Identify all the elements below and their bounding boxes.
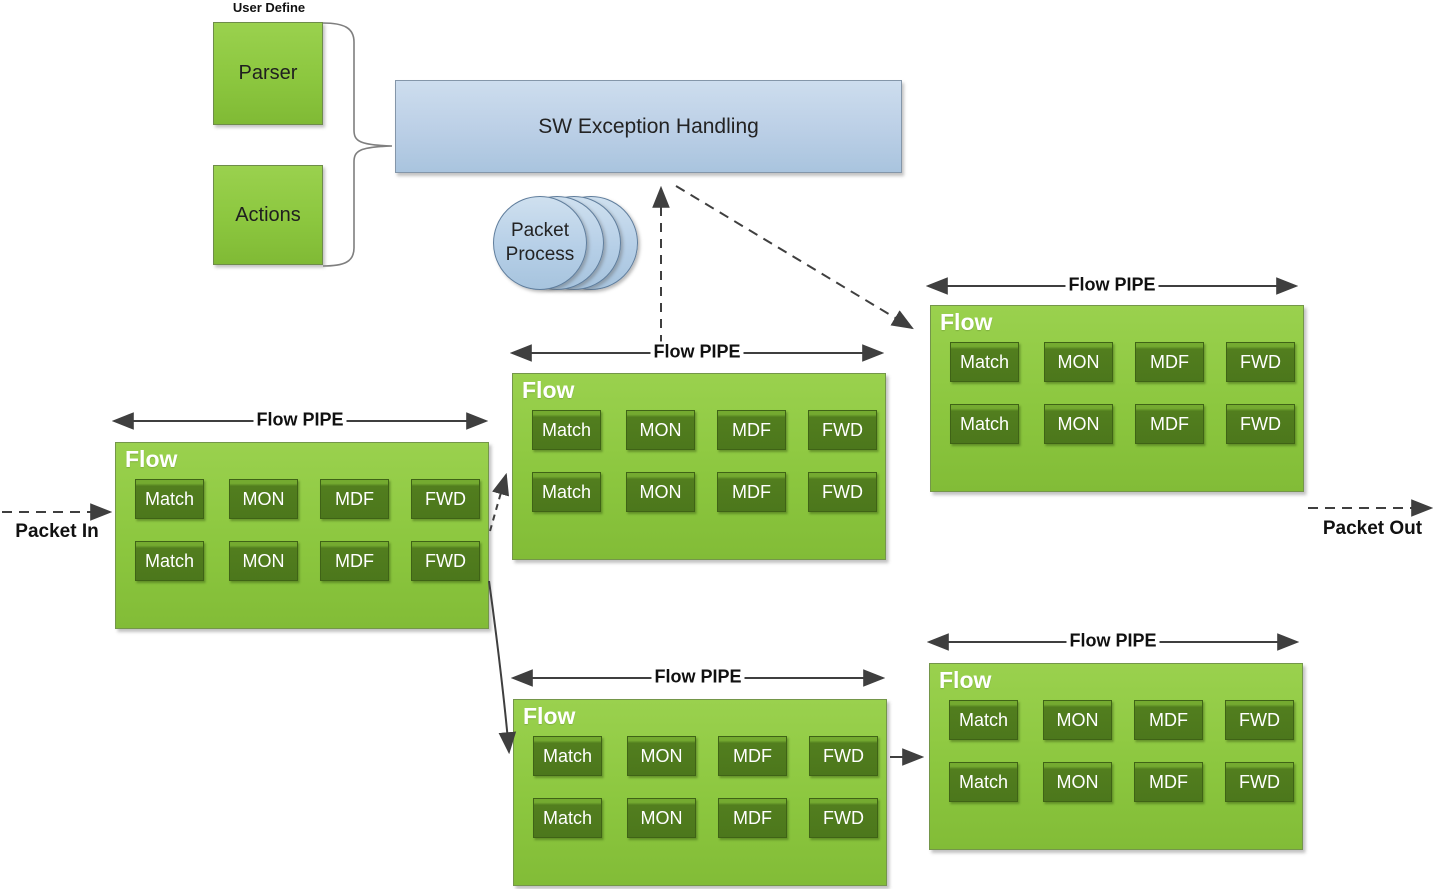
- stage-box: Match: [949, 762, 1018, 802]
- stage-box: Match: [533, 736, 602, 776]
- flow-pipe-label: Flow PIPE: [651, 666, 745, 688]
- stage-box: MON: [1044, 404, 1113, 444]
- stage-box: Match: [532, 410, 601, 450]
- stage-box: MON: [1043, 762, 1112, 802]
- flow-pipe-label: Flow PIPE: [1066, 630, 1160, 652]
- stage-box: FWD: [411, 541, 480, 581]
- user-define-label: User Define: [232, 0, 306, 15]
- flow-pipe-label: Flow PIPE: [253, 409, 347, 431]
- flow-label: Flow: [522, 377, 575, 403]
- flow-label: Flow: [939, 667, 992, 693]
- stage-box: Match: [532, 472, 601, 512]
- stage-box: FWD: [1226, 342, 1295, 382]
- stage-box: FWD: [808, 472, 877, 512]
- stage-box: MON: [627, 736, 696, 776]
- packet-in-label: Packet In: [15, 521, 99, 542]
- packet-process-label: Packet Process: [505, 220, 575, 265]
- packet-out-label: Packet Out: [1322, 518, 1423, 539]
- stage-box: MON: [229, 541, 298, 581]
- user-define-brace: [322, 22, 393, 267]
- flow-label: Flow: [125, 446, 178, 472]
- exception-to-pipe-arrow: [675, 185, 914, 330]
- stage-box: Match: [135, 479, 204, 519]
- stage-box: Match: [950, 342, 1019, 382]
- stage-box: FWD: [809, 736, 878, 776]
- stage-box: MDF: [1134, 700, 1203, 740]
- stage-box: MDF: [320, 479, 389, 519]
- stage-box: MDF: [718, 798, 787, 838]
- sw-exception-handling-box: SW Exception Handling: [395, 80, 902, 173]
- stage-box: MDF: [320, 541, 389, 581]
- stage-box: Match: [949, 700, 1018, 740]
- stage-box: MDF: [717, 410, 786, 450]
- stage-box: Match: [135, 541, 204, 581]
- parser-box: Parser: [213, 22, 323, 125]
- stage-box: FWD: [1225, 700, 1294, 740]
- stage-box: MON: [626, 410, 695, 450]
- flow-label: Flow: [940, 309, 993, 335]
- stage-box: Match: [533, 798, 602, 838]
- stage-box: MON: [626, 472, 695, 512]
- stage-box: FWD: [809, 798, 878, 838]
- flow-pipe-label: Flow PIPE: [650, 341, 744, 363]
- stage-box: Match: [950, 404, 1019, 444]
- actions-box: Actions: [213, 165, 323, 265]
- stage-box: FWD: [1226, 404, 1295, 444]
- stage-box: MON: [1043, 700, 1112, 740]
- stage-box: MON: [1044, 342, 1113, 382]
- stage-box: MDF: [1134, 762, 1203, 802]
- flow-pipe-label: Flow PIPE: [1065, 274, 1159, 296]
- stage-box: MON: [627, 798, 696, 838]
- pipe1-to-pipe2-arrow: [489, 472, 510, 532]
- stage-box: MDF: [717, 472, 786, 512]
- pipe1-to-pipe4-arrow: [488, 580, 517, 755]
- stage-box: FWD: [808, 410, 877, 450]
- stage-box: MDF: [1135, 342, 1204, 382]
- stage-box: MDF: [1135, 404, 1204, 444]
- flow-label: Flow: [523, 703, 576, 729]
- stage-box: MON: [229, 479, 298, 519]
- stage-box: FWD: [1225, 762, 1294, 802]
- packet-process-circle-front: Packet Process: [493, 196, 587, 290]
- stage-box: FWD: [411, 479, 480, 519]
- stage-box: MDF: [718, 736, 787, 776]
